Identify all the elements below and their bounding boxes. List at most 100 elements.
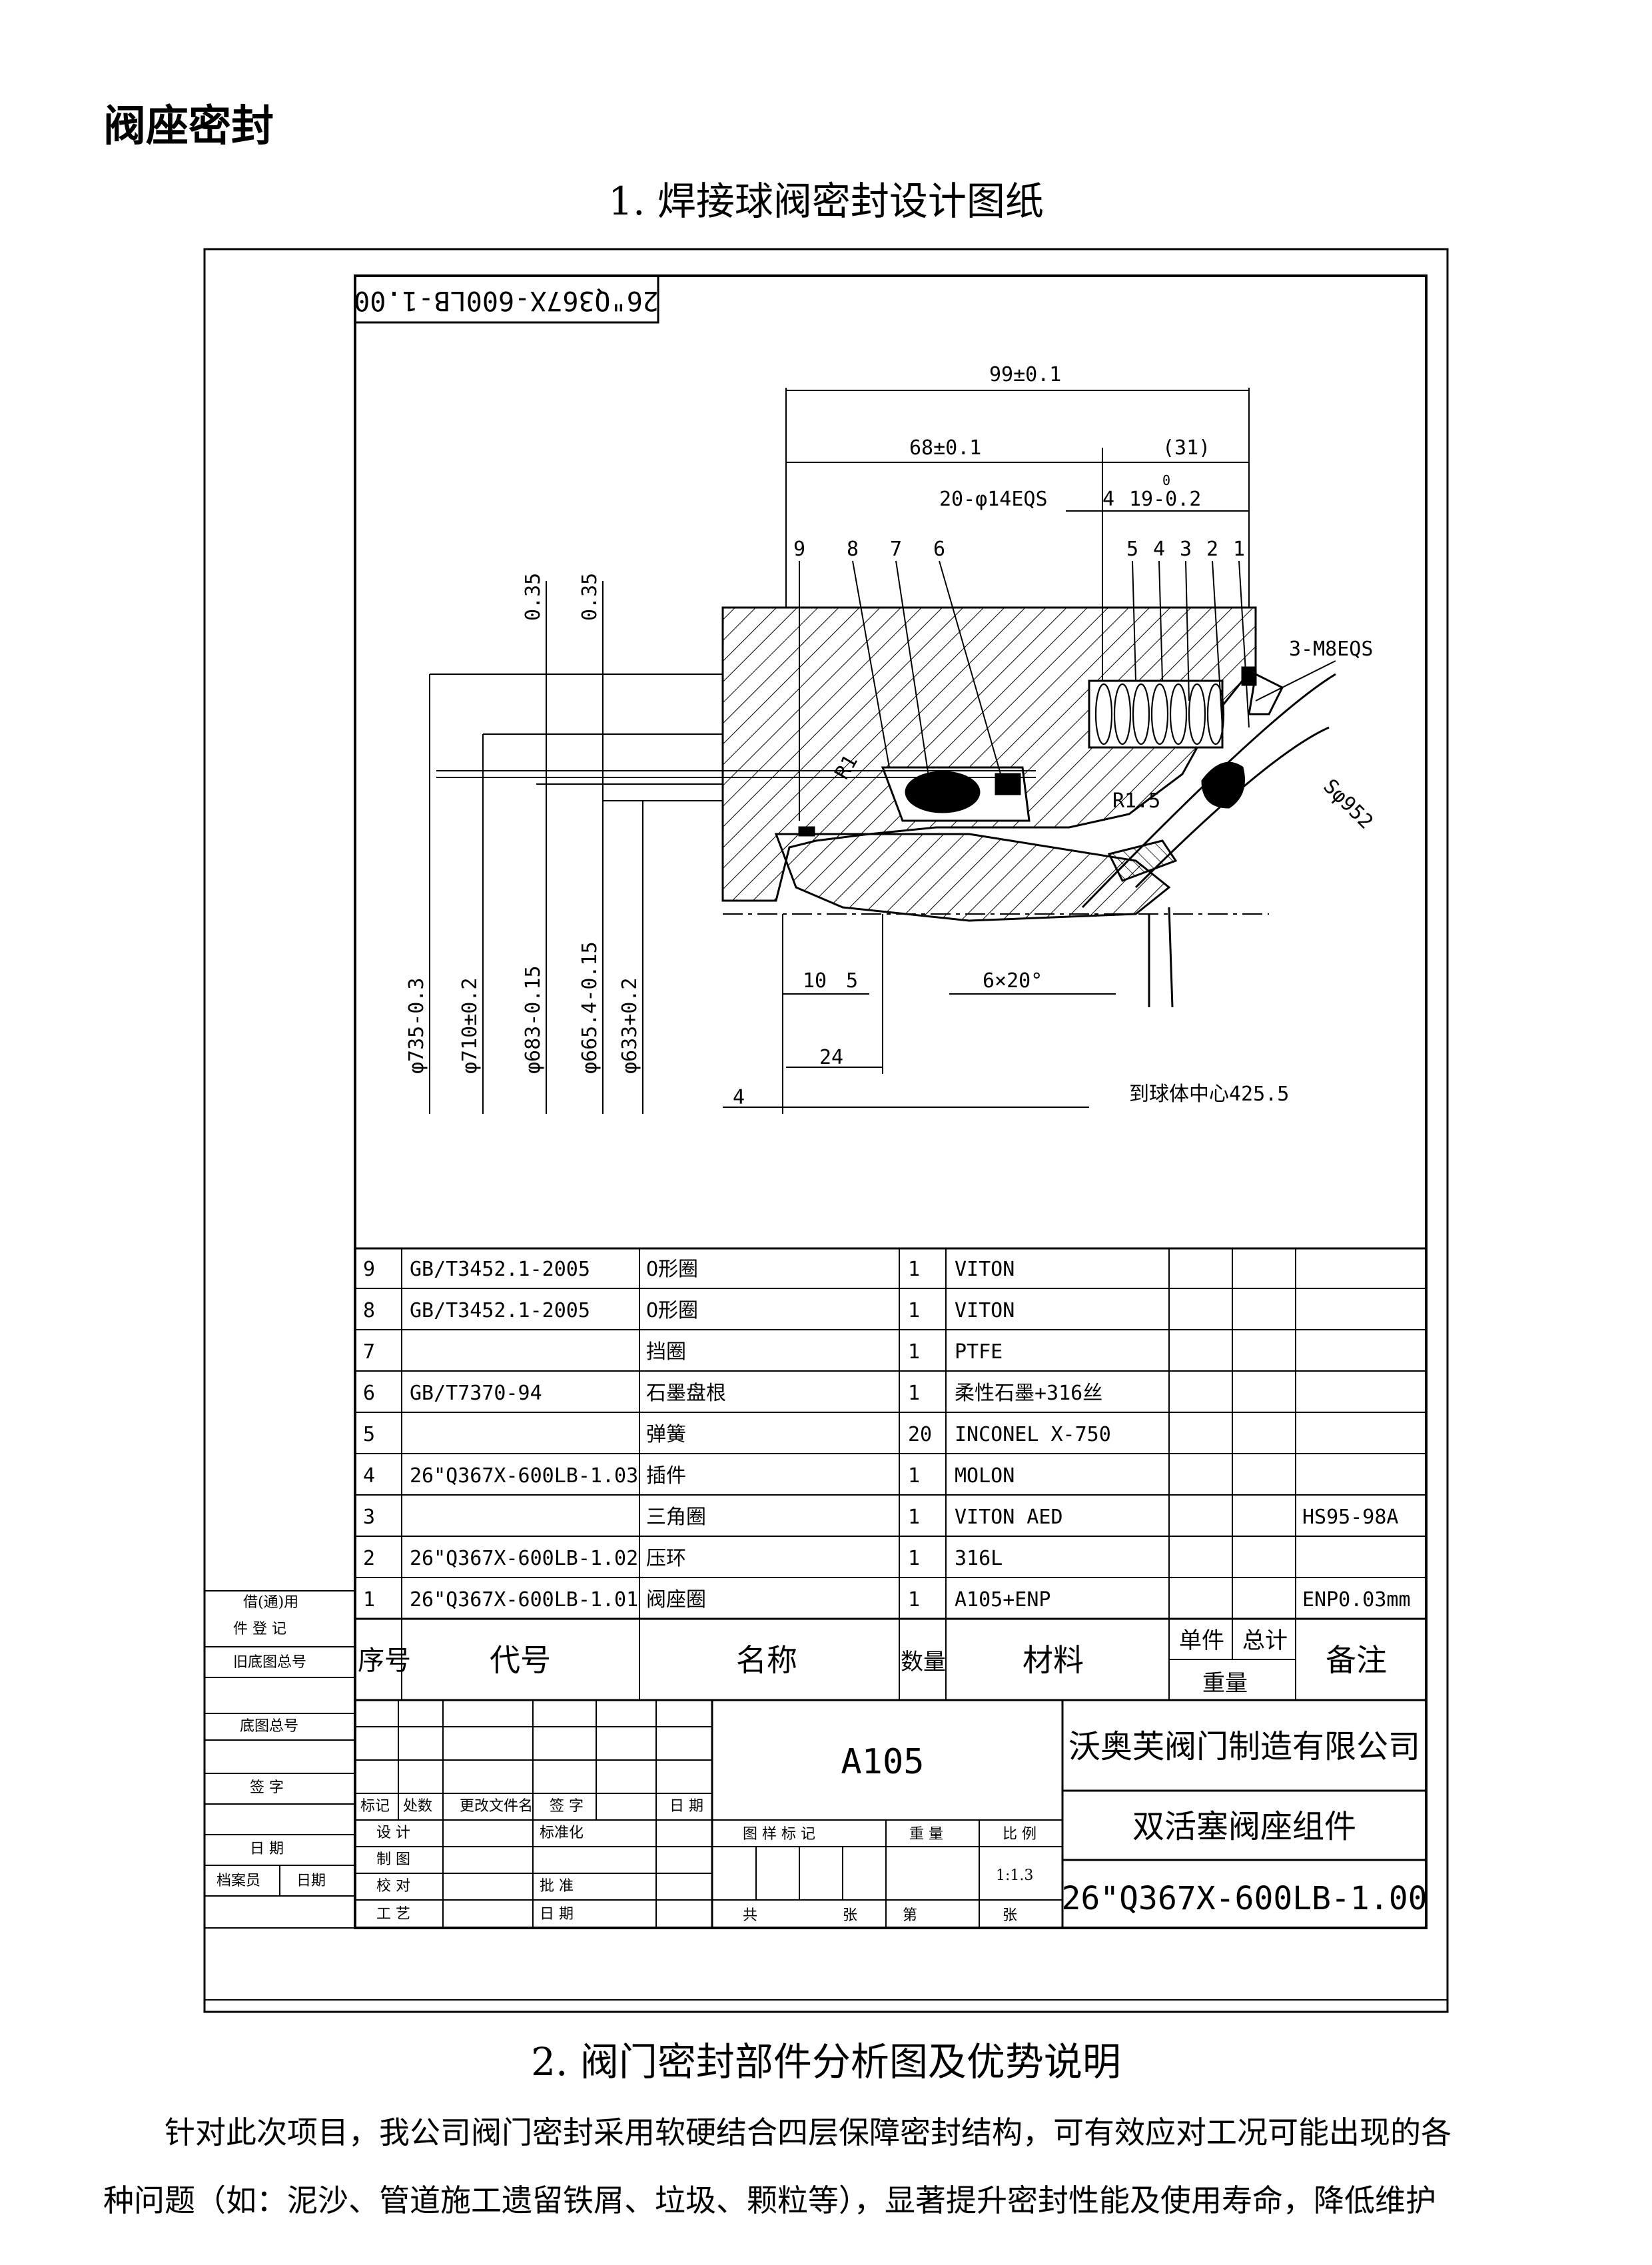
- drawing-label: 制 图: [376, 1851, 410, 1868]
- dim-dia735: φ735-0.3: [405, 978, 428, 1075]
- drawing-label: MOLON: [955, 1464, 1015, 1488]
- dim-68: 68±0.1: [909, 436, 981, 460]
- dim-19: 19-0.2: [1129, 488, 1201, 511]
- drawing-label: 1: [363, 1588, 375, 1611]
- dim-035a: 0.35: [522, 573, 545, 621]
- drawing-label: 26"Q367X-600LB-1.01: [410, 1588, 638, 1611]
- drawing-label: HS95-98A: [1302, 1506, 1399, 1529]
- drawing-label: 1: [908, 1547, 920, 1570]
- dim-sphere: Sφ952: [1318, 775, 1378, 834]
- drawing-label: 20: [908, 1423, 932, 1446]
- dim-4: 4: [1102, 488, 1114, 511]
- header-code: 代号: [490, 1642, 551, 1678]
- drawing-label: 5: [363, 1423, 375, 1446]
- drawing-label: 挡圈: [646, 1340, 686, 1364]
- dim-dia665: φ665.4-0.15: [578, 941, 602, 1074]
- drawing-label: 日 期: [540, 1906, 574, 1923]
- drawing-label: 日 期: [669, 1798, 703, 1815]
- label-date: 日 期: [250, 1841, 284, 1857]
- dim-r15: R1.5: [1112, 789, 1160, 813]
- engineering-drawing: 26"Q367X-600LB-1.00: [203, 248, 1449, 2013]
- drawing-label: PTFE: [955, 1340, 1003, 1364]
- drawing-label: O形圈: [646, 1299, 698, 1322]
- drawing-label: 4: [363, 1464, 375, 1488]
- drawing-label: 校 对: [376, 1878, 410, 1895]
- part-name: 双活塞阀座组件: [1132, 1808, 1356, 1845]
- bom-row: 4 26"Q367X-600LB-1.03 插件 1 MOLON: [363, 1464, 1015, 1488]
- drawing-label: 1: [908, 1299, 920, 1322]
- drawing-label: VITON AED: [955, 1506, 1063, 1529]
- dim-4b: 4: [733, 1086, 745, 1109]
- dim-dia683: φ683-0.15: [522, 965, 545, 1074]
- drawing-label: 1: [908, 1340, 920, 1364]
- material-mark: A105: [841, 1742, 924, 1782]
- label-borrow: 借(通)用: [243, 1594, 298, 1611]
- drawing-label: 1: [908, 1464, 920, 1488]
- drawing-label: 图 样 标 记: [743, 1826, 815, 1843]
- drawing-label: 阀座圈: [646, 1588, 706, 1611]
- dim-angle: 6×20°: [983, 969, 1042, 993]
- paragraph-line: 针对此次项目，我公司阀门密封采用软硬结合四层保障密封结构，可有效应对工况可能出现…: [165, 2114, 1451, 2150]
- dim-dia710: φ710±0.2: [458, 978, 482, 1075]
- section-1-title: 1. 焊接球阀密封设计图纸: [608, 179, 1044, 224]
- label-sign: 签 字: [250, 1779, 284, 1796]
- drawing-label: VITON: [955, 1299, 1015, 1322]
- header-unit: 单件: [1179, 1627, 1224, 1654]
- drawing-label: GB/T3452.1-2005: [410, 1258, 590, 1281]
- bom-header: 序号 代号 名称 数量 材料 单件 总计 重量 备注: [358, 1627, 1387, 1697]
- drawing-label: 工 艺: [376, 1906, 410, 1923]
- drawing-label: VITON: [955, 1258, 1015, 1281]
- dim-99: 99±0.1: [989, 363, 1061, 386]
- section-view: [436, 606, 1336, 1008]
- drawing-label: GB/T3452.1-2005: [410, 1299, 590, 1322]
- body-paragraph: 针对此次项目，我公司阀门密封采用软硬结合四层保障密封结构，可有效应对工况可能出现…: [103, 2098, 1555, 2234]
- dim-5: 5: [846, 969, 858, 993]
- page-heading: 阀座密封: [103, 102, 274, 151]
- drawing-label: 3: [363, 1506, 375, 1529]
- header-name: 名称: [736, 1642, 797, 1678]
- dim-24: 24: [819, 1046, 843, 1069]
- outer-frame: [203, 248, 1449, 2013]
- label-archivist: 档案员: [216, 1873, 260, 1889]
- balloon-9: 9: [793, 538, 805, 561]
- dim-threads: 3-M8EQS: [1289, 638, 1373, 661]
- label-base-no: 底图总号: [240, 1718, 298, 1735]
- scale-value: 1:1.3: [996, 1867, 1033, 1884]
- drawing-label: ENP0.03mm: [1302, 1588, 1411, 1611]
- drawing-label: 6: [363, 1382, 375, 1405]
- balloon-5: 5: [1126, 538, 1138, 561]
- dim-19-sup: 0: [1162, 472, 1170, 488]
- drawing-label: 张: [1003, 1907, 1017, 1924]
- drawing-label: 26"Q367X-600LB-1.02: [410, 1547, 638, 1570]
- drawing-label: 柔性石墨+316丝: [955, 1382, 1102, 1405]
- drawing-label: 张: [843, 1907, 857, 1924]
- header-material: 材料: [1023, 1642, 1084, 1678]
- drawing-label: 处数: [403, 1798, 432, 1815]
- bom-rows: 9 GB/T3452.1-2005 O形圈 1 VITON 8 GB/T3452…: [363, 1258, 1411, 1611]
- balloon-2: 2: [1206, 538, 1218, 561]
- drawing-label: 设 计: [376, 1825, 410, 1841]
- balloon-4: 4: [1153, 538, 1165, 561]
- bom-row: 8 GB/T3452.1-2005 O形圈 1 VITON: [363, 1299, 1015, 1322]
- drawing-label: 标准化: [540, 1825, 584, 1841]
- drawing-label: 标记: [360, 1798, 390, 1815]
- drawing-label: 签 字: [550, 1798, 584, 1815]
- drawing-label: GB/T7370-94: [410, 1382, 542, 1405]
- dim-035b: 0.35: [578, 573, 602, 621]
- drawing-label: 1: [908, 1588, 920, 1611]
- drawing-label: 第: [903, 1907, 917, 1924]
- dim-holes: 20-φ14EQS: [939, 488, 1048, 511]
- bom-row: 6 GB/T7370-94 石墨盘根 1 柔性石墨+316丝: [363, 1382, 1102, 1405]
- drawing-label: 石墨盘根: [646, 1382, 726, 1405]
- drawing-label: O形圈: [646, 1258, 698, 1281]
- drawing-label: 316L: [955, 1547, 1003, 1570]
- drawing-label: 更改文件名: [460, 1798, 533, 1815]
- drawing-label: 比 例: [1003, 1826, 1036, 1843]
- company-name: 沃奥芙阀门制造有限公司: [1068, 1728, 1420, 1765]
- drawing-label: 插件: [646, 1464, 686, 1488]
- drawing-label: 压环: [646, 1547, 686, 1570]
- label-old-no: 旧底图总号: [233, 1654, 306, 1671]
- label-archive-date: 日期: [296, 1873, 326, 1889]
- header-no: 序号: [358, 1645, 411, 1676]
- bom-row: 3 三角圈 1 VITON AED HS95-98A: [363, 1506, 1399, 1529]
